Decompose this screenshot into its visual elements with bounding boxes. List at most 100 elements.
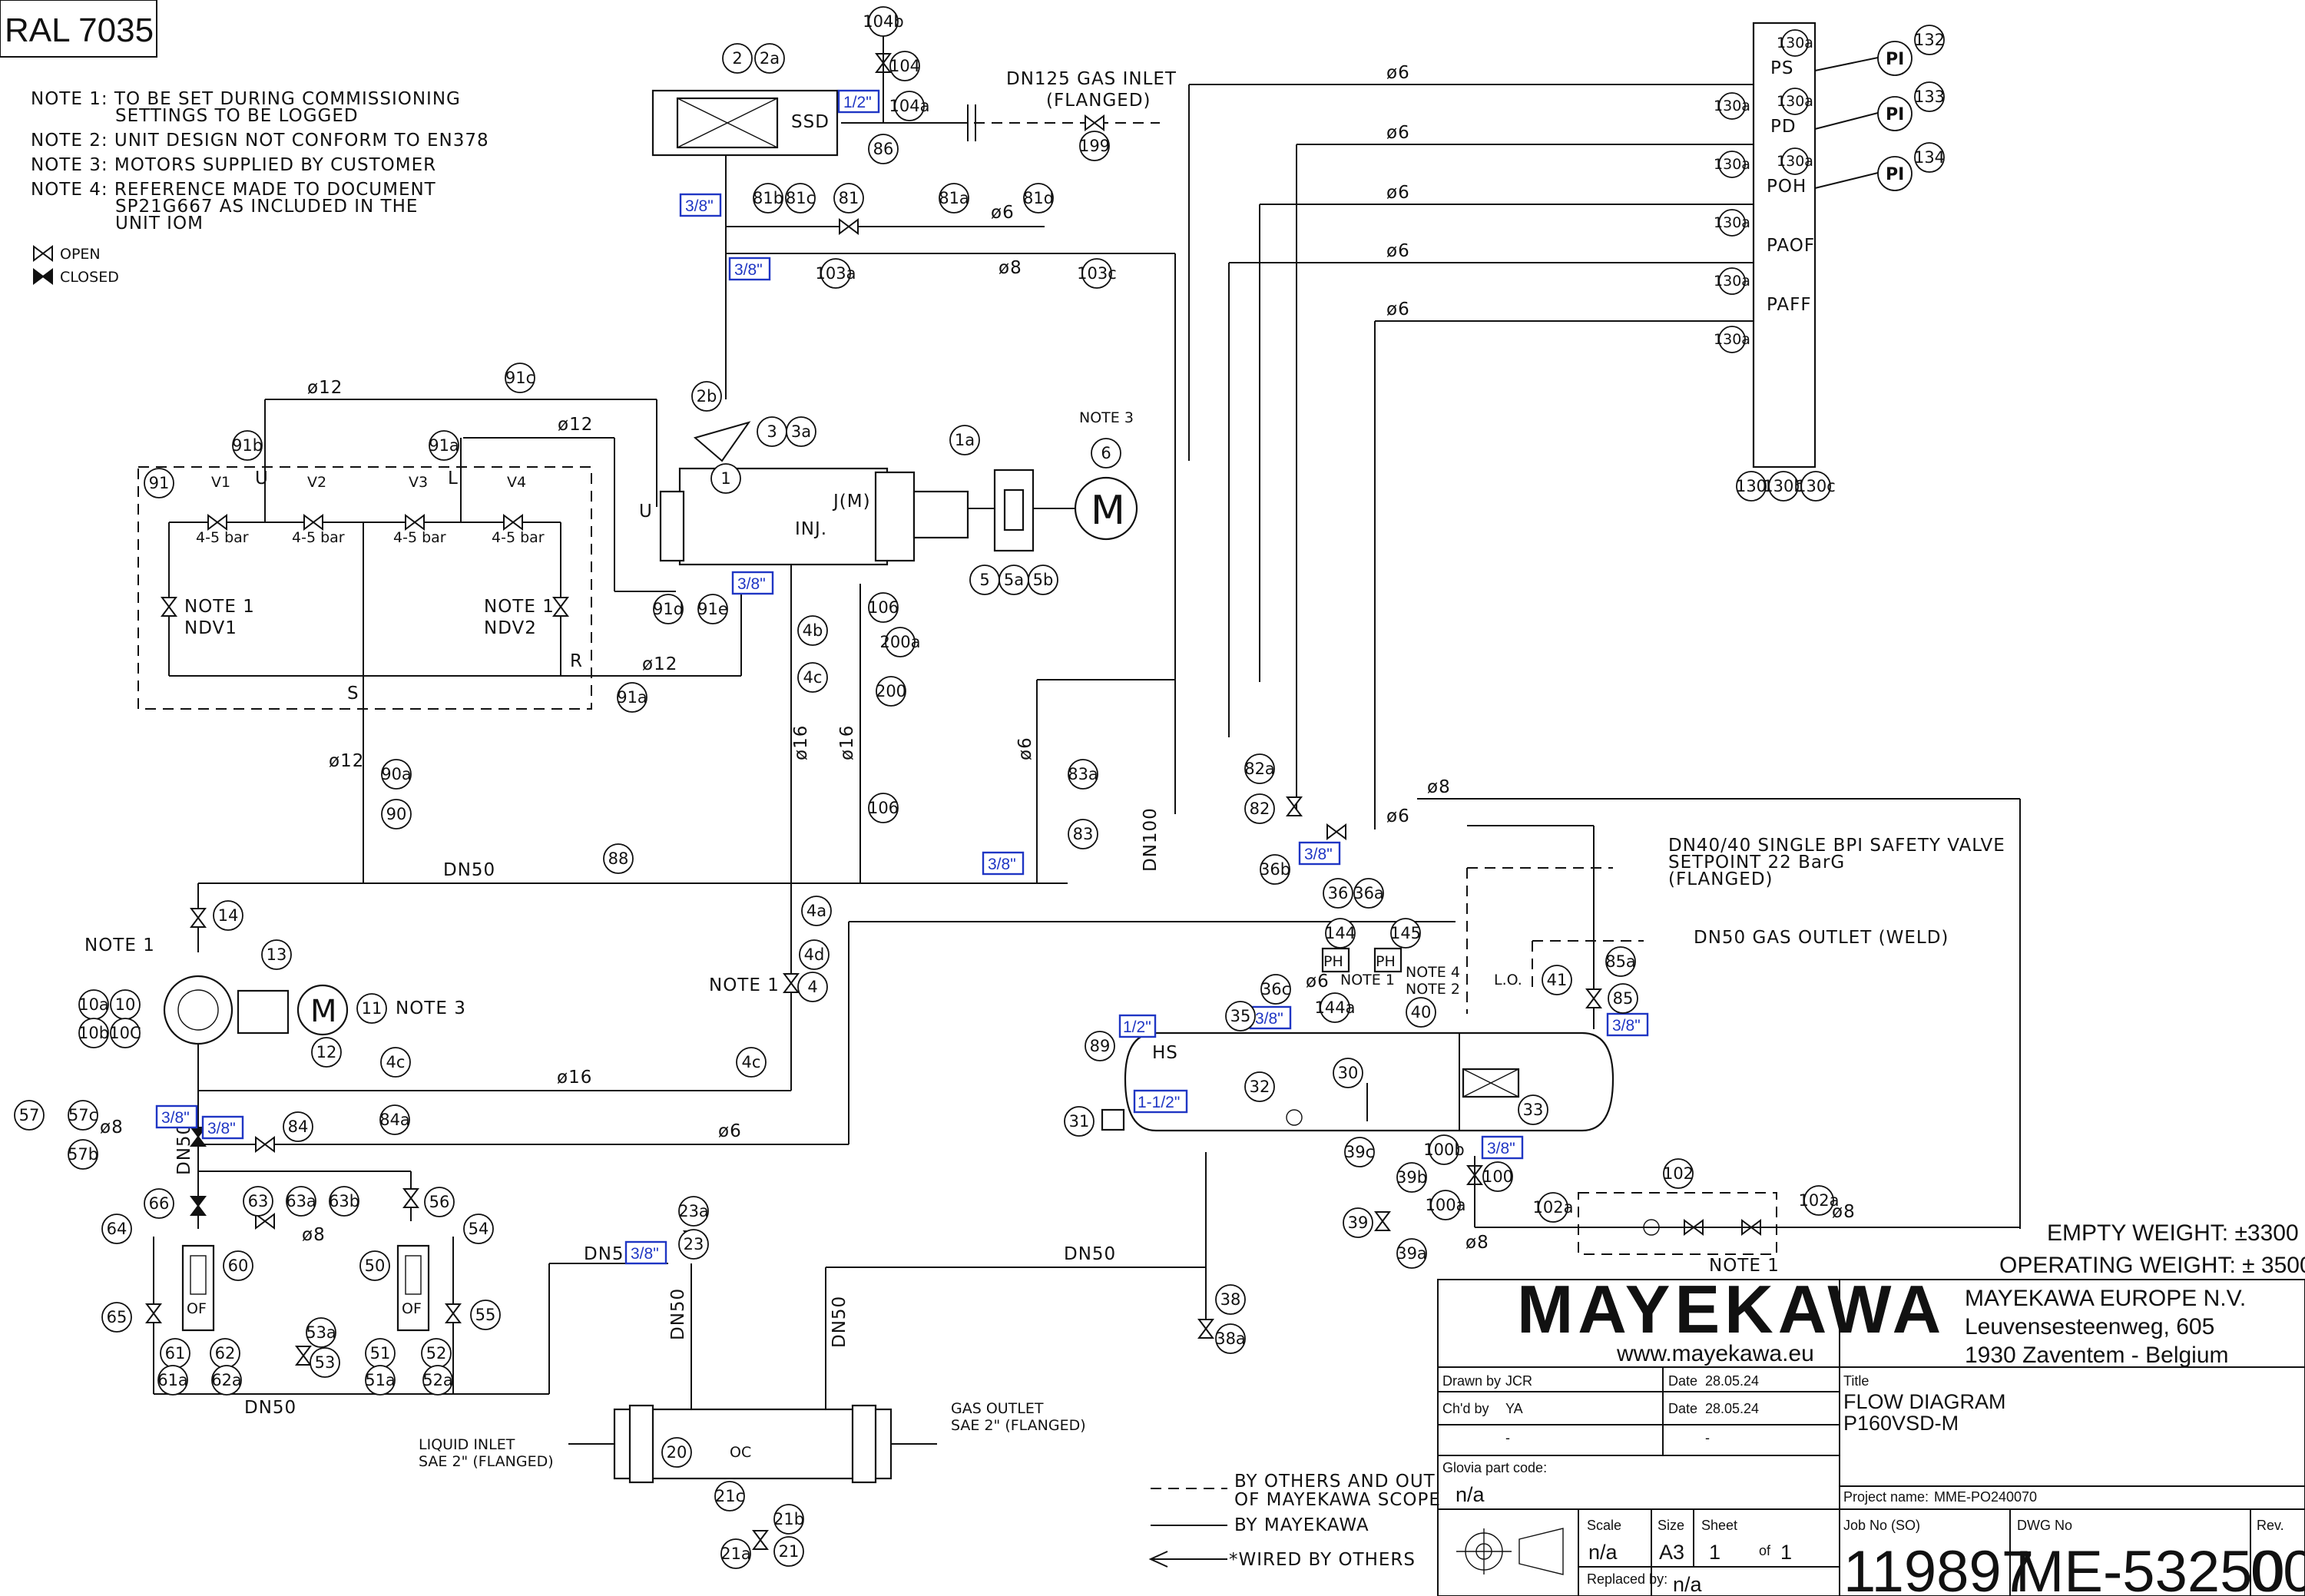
tag-number: 4b [803,621,823,640]
tag-bubble-130a: 130a [1714,151,1750,178]
sheet-of-label: of [1759,1543,1771,1558]
solenoid-v2-icon [303,515,323,530]
gas-outlet-label-1: GAS OUTLET [951,1400,1044,1417]
ral-label: RAL 7035 [5,12,154,49]
tag-number: 39a [1396,1244,1427,1263]
ndv1-valve-icon [161,597,177,617]
oil-pump-note-3: NOTE 3 [396,998,466,1018]
valve-84-icon [255,1137,275,1152]
size-31: 1-1/2" [1138,1094,1180,1111]
valve-55-icon [445,1303,461,1323]
tag-bubble: 91c [505,363,535,393]
tag-bubble: 81c [785,183,816,214]
scope-others-1: BY OTHERS AND OUT [1234,1472,1436,1492]
oil-separator: HS HS [1101,1031,1614,1132]
company-street: Leuvensesteenweg, 605 [1965,1314,2214,1339]
tag-number: 36b [1260,860,1290,879]
tag-number: 2b [697,387,717,406]
motor-6: M NOTE 3 [1074,409,1138,541]
d12-90: ø12 [329,751,364,771]
closed-valve-icon [33,268,53,285]
tag-number: 2 [732,49,742,68]
tag-number: 3 [767,422,777,441]
oil-pump-motor-symbol: M [310,994,337,1029]
tag-number: 51 [370,1344,391,1363]
solenoid-v3-icon [405,515,425,530]
tag-bubble: 10b [78,1018,109,1048]
v4-setpoint: 4-5 bar [492,529,545,546]
operating-weight: OPERATING WEIGHT: ± 3500Kg [1999,1253,2305,1278]
tag-number: 100a [1426,1196,1466,1214]
tag-bubble: 57c [68,1100,98,1131]
tag-number: 38a [1215,1329,1246,1348]
drawing-title-1: FLOW DIAGRAM [1843,1390,2006,1413]
tag-bubble: 200a [880,627,921,657]
oil-filter-64-label: OF [187,1300,207,1317]
gas-inlet: DN125 GAS INLET (FLANGED) [967,69,1176,141]
tag-number: 200a [880,633,921,651]
tag-number: 91a [429,436,459,455]
drawing-title-2: P160VSD-M [1843,1412,1959,1435]
tag-number: 23a [678,1202,709,1220]
tag-number: 1 [720,469,730,488]
tag-number: 83a [1068,765,1098,783]
safety-valve-label-3: (FLANGED) [1668,869,1773,889]
tag-number: 84 [288,1118,309,1136]
pressure-indicators: PI PI PI [1877,41,1913,191]
drawn-date: 28.05.24 [1705,1373,1759,1389]
tag-bubble: 1a [949,425,980,455]
tag-bubble: 52a [422,1365,453,1396]
title-label: Title [1843,1373,1869,1389]
tag-bubble: 4c [380,1047,411,1078]
coupling-5 [968,469,1075,552]
chd-date: 28.05.24 [1705,1401,1759,1416]
tag-number: 134 [1914,148,1945,167]
tag-bubble: 102 [1663,1158,1694,1189]
tag-number: 102a [1533,1198,1574,1217]
tag-bubble-130a: 130a [1777,88,1813,115]
check-valve-4-icon [783,973,799,993]
tag-number: 104a [889,97,930,115]
d16-vert-2: ø16 [837,725,857,760]
u-port-label: U [255,469,269,488]
website: www.mayekawa.eu [1616,1341,1814,1366]
tag-bubble: 20 [661,1437,692,1468]
ndv1-label: NDV1 [184,618,237,638]
tag-bubble: 89 [1085,1031,1115,1061]
tag-number: 5b [1033,571,1054,589]
valve-82-icon [1287,796,1302,816]
tag-bubble: 130 [1736,471,1767,502]
dn100-vert: DN100 [1141,807,1161,872]
tag-number: 63a [286,1192,316,1210]
tag-number: 35 [1230,1007,1251,1025]
d6-ps: ø6 [1386,63,1410,83]
tag-bubble: 23a [678,1196,709,1227]
v1-label: V1 [211,474,230,491]
tag-bubble: 51 [365,1338,396,1369]
tag-number: 82 [1250,800,1270,818]
tag-number: 89 [1090,1037,1111,1055]
empty-weight: EMPTY WEIGHT: ±3300 Kg [2047,1220,2305,1246]
tag-bubble: 84 [283,1111,313,1142]
tag-bubble: 53 [310,1347,340,1378]
tag-number: 91 [149,474,170,492]
tag-bubble: 39c [1344,1137,1375,1167]
tag-bubble: 36 [1323,878,1353,909]
tag-number: 100b [1423,1141,1464,1159]
tag-bubble: 104 [889,51,920,81]
tag-number: 1a [955,431,975,449]
tag-number: 88 [608,849,629,868]
tag-bubble: 57 [14,1100,45,1131]
tag-bubble: 36b [1260,854,1290,885]
tag-number: 36a [1353,884,1384,902]
tag-bubble: 5a [999,565,1029,595]
v3-setpoint: 4-5 bar [393,529,446,546]
tag-bubble: 106 [868,592,899,623]
tag-bubble: 30 [1333,1058,1363,1088]
tag-bubble: 11 [356,993,387,1024]
tag-number: 90 [386,805,407,823]
tag-bubble: 64 [101,1214,132,1244]
tag-bubble: 36a [1353,878,1384,909]
tag-bubble: 10C [109,1018,141,1048]
